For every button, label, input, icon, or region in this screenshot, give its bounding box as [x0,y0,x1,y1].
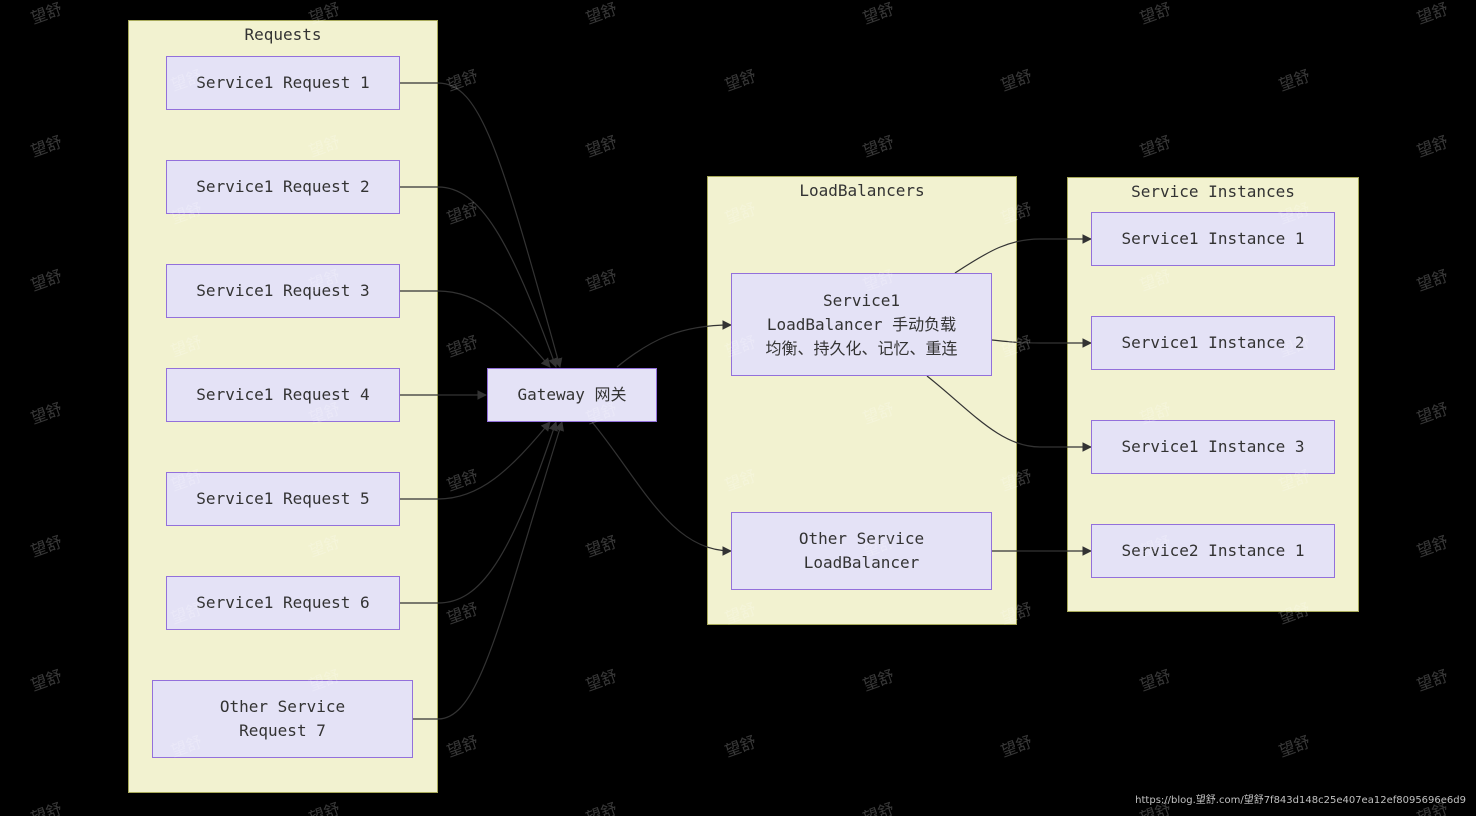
gateway-node[interactable]: Gateway 网关 [487,368,657,422]
watermark-text: 望舒 [28,666,65,695]
loadbalancers-cluster-title: LoadBalancers [799,181,925,200]
watermark-text: 望舒 [444,599,481,628]
watermark-text: 望舒 [1414,0,1451,28]
watermark-text: 望舒 [860,0,897,28]
watermark-text: 望舒 [1137,666,1174,695]
request-node-2[interactable]: Service1 Request 2 [166,160,400,214]
watermark-text: 望舒 [860,666,897,695]
watermark-text: 望舒 [583,666,620,695]
request-node-6[interactable]: Service1 Request 6 [166,576,400,630]
watermark-text: 望舒 [722,66,759,95]
watermark-text: 望舒 [28,132,65,161]
watermark-text: 望舒 [1414,532,1451,561]
watermark-text: 望舒 [998,66,1035,95]
watermark-text: 望舒 [1137,0,1174,28]
watermark-text: 望舒 [1414,132,1451,161]
watermark-text: 望舒 [28,0,65,28]
instance-node-1[interactable]: Service1 Instance 1 [1091,212,1335,266]
watermark-text: 望舒 [444,732,481,761]
watermark-text: 望舒 [583,532,620,561]
watermark-text: 望舒 [444,466,481,495]
watermark-text: 望舒 [1137,132,1174,161]
instances-cluster-title: Service Instances [1131,182,1295,201]
watermark-text: 望舒 [1276,66,1313,95]
watermark-text: 望舒 [1414,666,1451,695]
watermark-text: 望舒 [28,266,65,295]
instance-node-4[interactable]: Service2 Instance 1 [1091,524,1335,578]
service1-loadbalancer-node[interactable]: Service1 LoadBalancer 手动负载 均衡、持久化、记忆、重连 [731,273,992,376]
watermark-text: 望舒 [444,199,481,228]
watermark-text: 望舒 [583,0,620,28]
watermark-text: 望舒 [1414,266,1451,295]
watermark-text: 望舒 [583,799,620,816]
watermark-text: 望舒 [583,266,620,295]
watermark-text: 望舒 [444,332,481,361]
watermark-text: 望舒 [28,799,65,816]
watermark-text: 望舒 [444,66,481,95]
instance-node-2[interactable]: Service1 Instance 2 [1091,316,1335,370]
watermark-text: 望舒 [860,799,897,816]
requests-cluster-title: Requests [244,25,322,44]
request-node-3[interactable]: Service1 Request 3 [166,264,400,318]
watermark-text: 望舒 [860,132,897,161]
instance-node-3[interactable]: Service1 Instance 3 [1091,420,1335,474]
request-node-1[interactable]: Service1 Request 1 [166,56,400,110]
watermark-text: 望舒 [28,532,65,561]
watermark-text: 望舒 [306,799,343,816]
watermark-text: 望舒 [1276,732,1313,761]
watermark-text: 望舒 [722,732,759,761]
footer-url: https://blog.望舒.com/望舒7f843d148c25e407ea… [1135,795,1466,806]
watermark-text: 望舒 [583,132,620,161]
request-node-7[interactable]: Other Service Request 7 [152,680,413,758]
watermark-text: 望舒 [1414,399,1451,428]
watermark-text: 望舒 [28,399,65,428]
request-node-5[interactable]: Service1 Request 5 [166,472,400,526]
other-loadbalancer-node[interactable]: Other Service LoadBalancer [731,512,992,590]
request-node-4[interactable]: Service1 Request 4 [166,368,400,422]
watermark-text: 望舒 [998,732,1035,761]
